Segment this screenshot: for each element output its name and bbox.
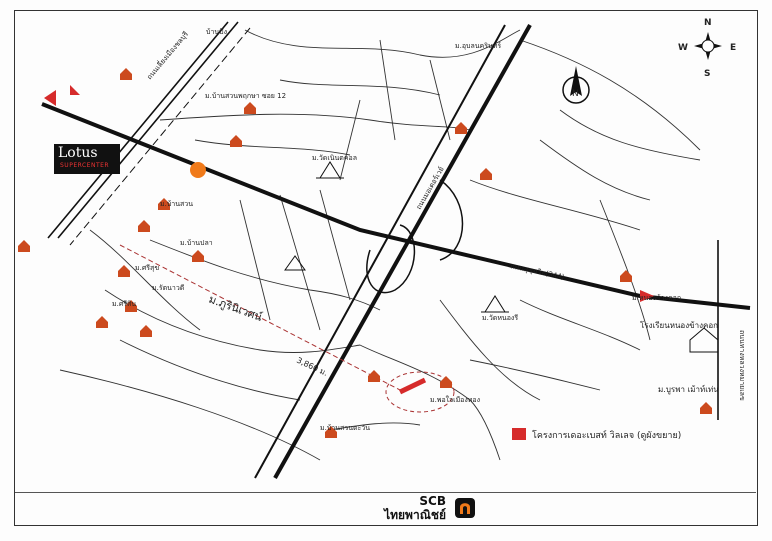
house-icon — [120, 68, 132, 80]
north-arrow-label: N — [572, 89, 579, 99]
temple-icon — [481, 295, 509, 313]
house-icon — [440, 376, 452, 388]
compass-rose — [694, 32, 722, 60]
house-icon — [138, 220, 150, 232]
road-label-bypass: ถนนเลี่ยงเมืองชลบุรี — [145, 29, 191, 81]
project-marker — [398, 377, 427, 395]
temple-icon — [316, 161, 344, 179]
house-icon — [140, 325, 152, 337]
distance-line — [119, 244, 401, 391]
arrow-icon — [44, 90, 56, 106]
footer-divider — [15, 492, 756, 493]
scb-footer: SCB ไทยพาณิชย์ — [336, 493, 496, 525]
project-area-outline — [385, 371, 455, 413]
house-icon — [620, 270, 632, 282]
main-road-344 — [41, 102, 751, 310]
direction-arrows — [44, 85, 654, 302]
bypass-road — [47, 21, 251, 246]
shell-station-icon — [190, 162, 206, 178]
arrow-icon — [70, 85, 80, 95]
house-icon — [700, 402, 712, 414]
temples — [284, 161, 509, 313]
lotus-logo: Lotus SUPERCENTER — [54, 144, 120, 174]
compass-e: E — [730, 43, 736, 53]
legend-swatch — [512, 428, 526, 440]
legend: โครงการเดอะเบสท์ วิลเลจ (ดูผังขยาย) — [512, 428, 681, 441]
place-bansuan: ม.บ้านสวน — [160, 200, 193, 208]
lotus-sub: SUPERCENTER — [60, 162, 110, 169]
lotus-brand: Lotus — [58, 145, 98, 161]
place-nongkhangkhok: ม.หนองข้างคอก — [632, 294, 681, 302]
house-icon — [455, 122, 467, 134]
motorway-road — [254, 24, 532, 479]
house-icon — [480, 168, 492, 180]
interchange — [366, 224, 416, 294]
place-sukhumvit12: ม.บ้านสวนพฤกษา ซอย 12 — [205, 92, 286, 100]
compass-w: W — [678, 43, 688, 53]
arrow-icon — [640, 290, 654, 302]
place-phurinivet: ม.ภูรินิเวศน์ — [207, 293, 264, 324]
place-photong: ม.พอใจเมืองทอง — [430, 395, 480, 404]
house-icon — [325, 426, 337, 438]
interchange-east — [439, 179, 464, 261]
road-label-banbueng: บ้านบึง — [206, 27, 227, 36]
place-ratanawan: ม.รัตนาวดี — [152, 284, 184, 292]
place-srisuk: ม.ศรีสุข — [135, 264, 159, 272]
house-markers — [18, 68, 712, 438]
scb-name: SCB — [419, 494, 446, 508]
house-icon — [244, 102, 256, 114]
legend-project-label: โครงการเดอะเบสท์ วิลเลจ (ดูผังขยาย) — [532, 429, 681, 441]
road-label-main: ถนนสุขุมวิท(344) — [510, 262, 566, 281]
house-icon — [230, 135, 242, 147]
school-icon — [689, 327, 719, 353]
minor-roads — [59, 29, 701, 461]
house-icon — [192, 250, 204, 262]
scb-logo-icon — [455, 498, 475, 518]
place-sirisin: ม.ศรีสิน — [112, 300, 136, 308]
compass-n: N — [704, 18, 712, 28]
house-icon — [118, 265, 130, 277]
place-ubon: ม.อุบลนครินทร์ — [455, 42, 501, 50]
house-icon — [96, 316, 108, 328]
house-icon — [18, 240, 30, 252]
road-label-right: ถนนทางหลวงหมายเลข — [738, 330, 746, 401]
house-icon — [368, 370, 380, 382]
place-project-village: ม.บ้านสวนตะวัน — [320, 424, 370, 432]
place-banpla: ม.บ้านปลา — [180, 239, 213, 247]
place-wat: ม.วัดเนินตคอล — [312, 154, 357, 162]
compass-s: S — [704, 69, 710, 79]
place-watnong: ม.วัดหนองรี — [482, 314, 518, 322]
scb-sub: ไทยพาณิชย์ — [384, 508, 446, 522]
temple-icon — [284, 255, 306, 271]
house-icon — [125, 300, 137, 312]
north-arrow: N — [562, 66, 590, 104]
map-frame — [14, 10, 758, 526]
house-icon — [158, 198, 170, 210]
place-buraphaviman: ม.บูรพา เม้าท์เท่น — [658, 384, 719, 395]
place-school: โรงเรียนหนองข้างคอก — [640, 320, 718, 330]
